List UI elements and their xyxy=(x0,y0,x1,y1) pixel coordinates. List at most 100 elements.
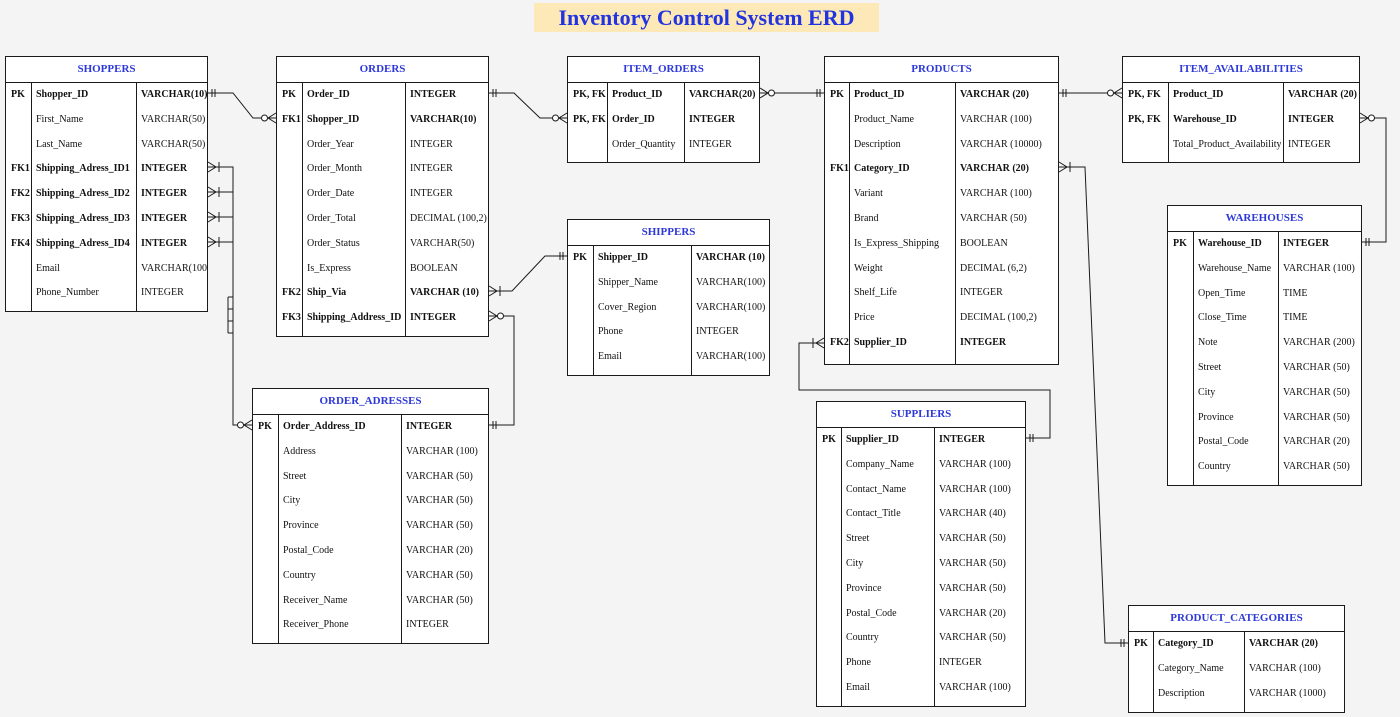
key-label: PK xyxy=(258,421,272,432)
attribute-name: Contact_Title xyxy=(846,508,901,520)
attribute-type: INTEGER xyxy=(410,312,457,324)
attribute-type: VARCHAR (20) xyxy=(406,544,473,556)
key-label: PK xyxy=(11,89,25,100)
attribute-name: Product_ID xyxy=(854,89,905,100)
relationship-line xyxy=(1059,166,1128,644)
crow-foot xyxy=(815,337,825,349)
key-label: PK xyxy=(1173,238,1187,249)
attribute-name: Receiver_Name xyxy=(283,594,348,606)
zero-ring xyxy=(1107,89,1114,97)
attribute-name: Address xyxy=(283,445,316,457)
attribute-name: Phone xyxy=(598,326,623,338)
attribute-row: Address VARCHAR (100) xyxy=(253,440,488,465)
attribute-name: Email xyxy=(846,681,870,693)
attribute-type: DECIMAL (100,2) xyxy=(410,212,487,224)
attribute-type: VARCHAR (50) xyxy=(1283,361,1350,373)
key-label: FK3 xyxy=(282,312,301,324)
attribute-name: Shipping_Adress_ID2 xyxy=(36,188,130,200)
attribute-type: VARCHAR (50) xyxy=(406,569,473,581)
key-label: PK xyxy=(822,434,836,445)
key-label xyxy=(568,133,612,158)
entity-header: ITEM_ORDERS xyxy=(568,57,759,83)
attribute-type: VARCHAR (1000) xyxy=(1249,687,1326,699)
column-divider xyxy=(684,82,685,162)
attribute-type: INTEGER xyxy=(696,326,739,338)
attribute-type: INTEGER xyxy=(689,113,736,125)
attribute-name: Province xyxy=(1198,411,1234,423)
entity-header: ORDER_ADRESSES xyxy=(253,389,488,415)
column-divider xyxy=(593,245,594,375)
zero-ring xyxy=(261,114,268,122)
attribute-name: Last_Name xyxy=(36,138,83,150)
attribute-name: Category_ID xyxy=(854,163,910,175)
relationship-line xyxy=(489,92,567,119)
attribute-name: Postal_Code xyxy=(846,607,897,619)
column-divider xyxy=(1283,82,1284,162)
attribute-name: Category_Name xyxy=(1158,662,1224,674)
attribute-type: BOOLEAN xyxy=(960,237,1008,249)
attribute-name: Shipper_ID xyxy=(598,252,649,263)
key-label xyxy=(1123,133,1173,158)
entity-header: PRODUCTS xyxy=(825,57,1058,83)
entity-header: SUPPLIERS xyxy=(817,402,1025,428)
entity-header: SHIPPERS xyxy=(568,220,769,246)
entity-header: ITEM_AVAILABILITIES xyxy=(1123,57,1359,83)
attribute-name: Order_Status xyxy=(307,237,360,249)
attribute-name: Order_ID xyxy=(307,89,350,100)
zero-ring xyxy=(1368,114,1375,122)
attribute-name: Province xyxy=(846,582,882,594)
attribute-type: VARCHAR(10) xyxy=(141,89,207,100)
key-label: PK, FK xyxy=(573,89,606,100)
attribute-name: Description xyxy=(1158,687,1205,699)
key-label: FK3 xyxy=(11,212,30,224)
attribute-type: TIME xyxy=(1283,312,1308,324)
column-divider xyxy=(405,82,406,336)
column-divider xyxy=(607,82,608,162)
key-label: PK, FK xyxy=(1128,113,1161,125)
attribute-type: INTEGER xyxy=(406,421,453,432)
entity-header: WAREHOUSES xyxy=(1168,206,1361,232)
column-divider xyxy=(302,82,303,336)
entity-header: SHOPPERS xyxy=(6,57,207,83)
column-divider xyxy=(136,82,137,311)
attribute-type: VARCHAR (100) xyxy=(406,445,478,457)
attribute-type: VARCHAR (20) xyxy=(1288,89,1357,100)
attribute-name: Postal_Code xyxy=(1198,436,1249,448)
attribute-type: VARCHAR (20) xyxy=(960,89,1029,100)
attribute-name: Price xyxy=(854,312,875,324)
attribute-name: City xyxy=(846,557,864,569)
attribute-name: Supplier_ID xyxy=(846,434,899,445)
attribute-name: Order_Date xyxy=(307,188,355,200)
attribute-type: VARCHAR (20) xyxy=(1249,638,1318,649)
